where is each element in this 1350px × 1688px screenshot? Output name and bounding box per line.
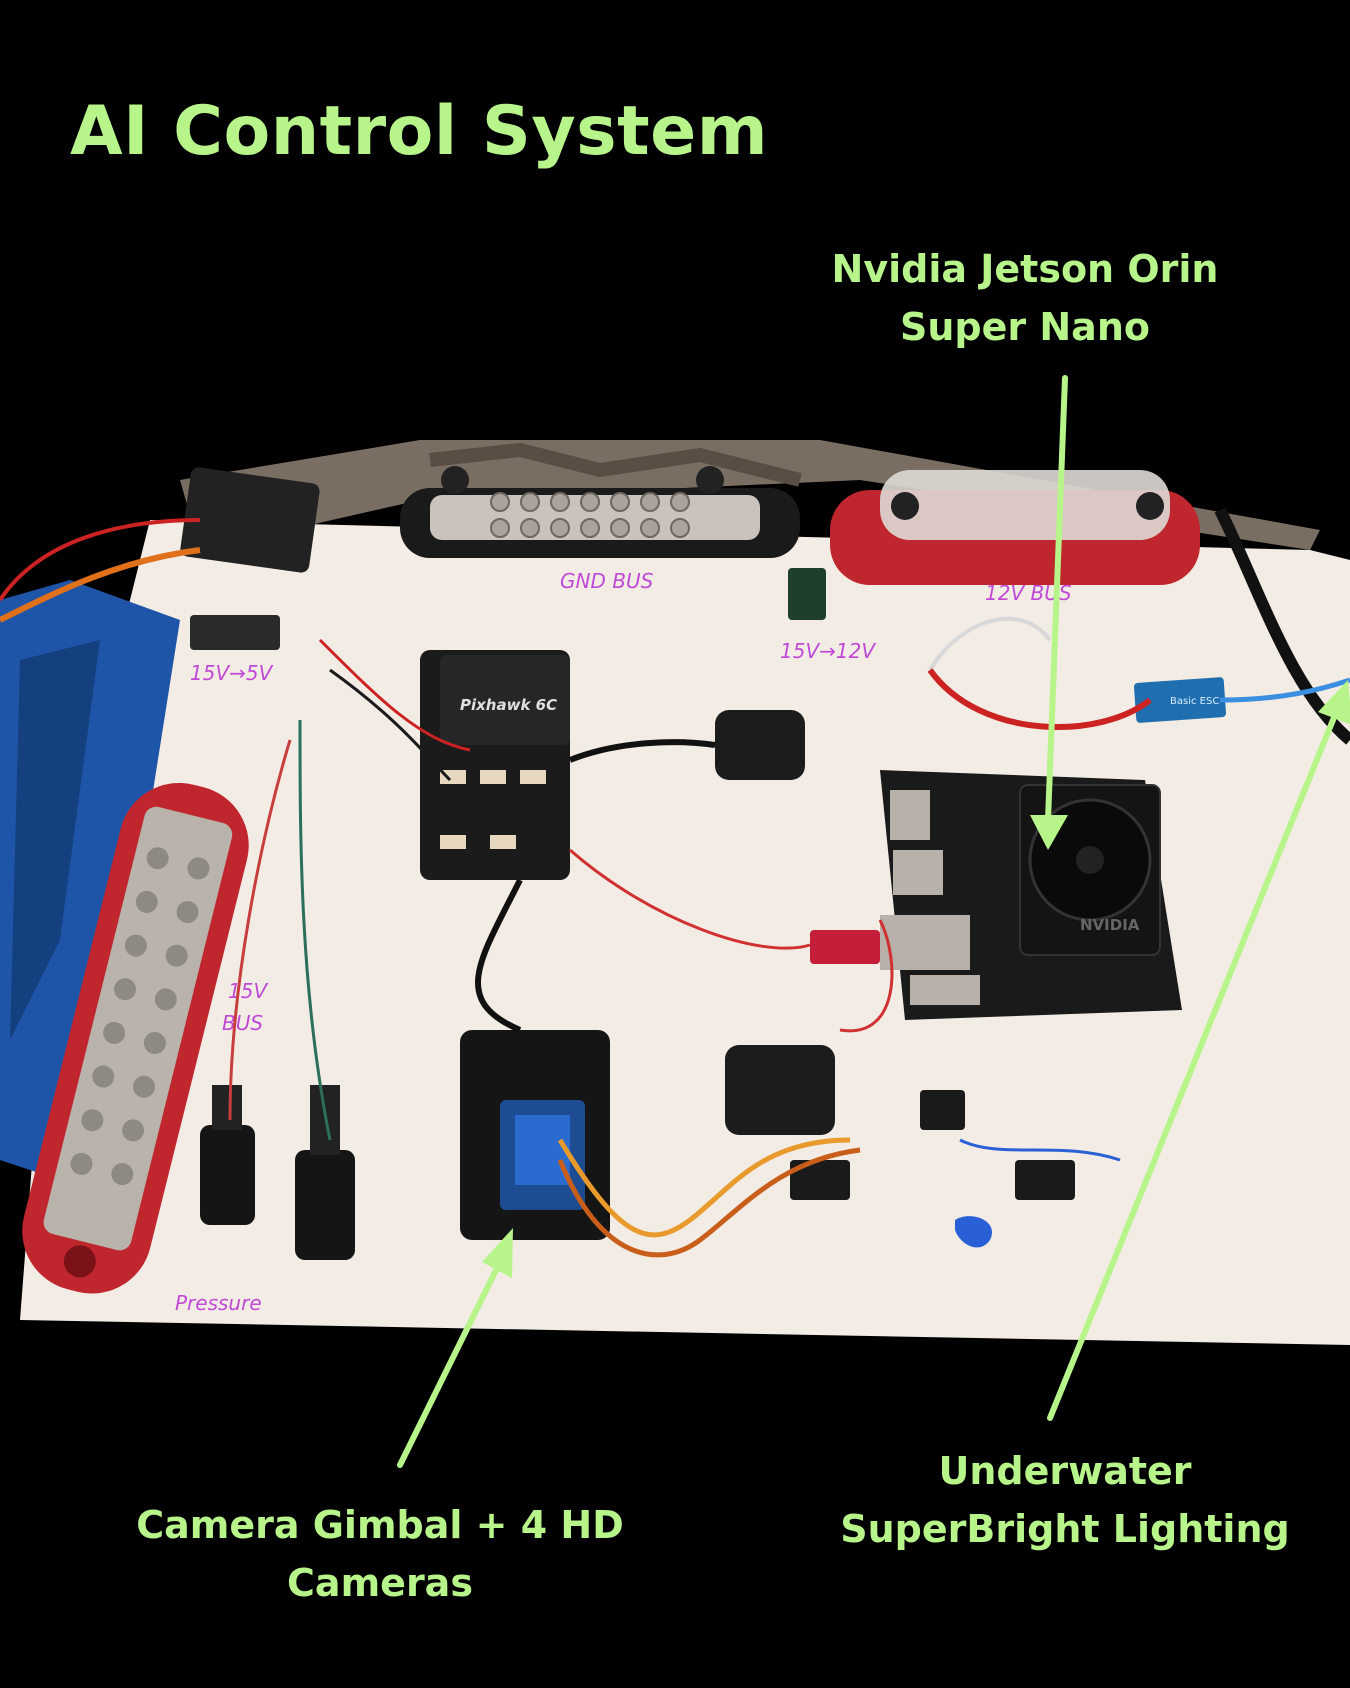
gnd-bus-label: GND BUS — [560, 569, 654, 593]
12v-converter-label: 15V→12V — [780, 639, 876, 663]
15v-bus-bar — [22, 782, 249, 1294]
electronics-board-photo: GND BUS 12V BUS 15V→5V 15V→12V 15V BUS — [0, 440, 1350, 1345]
lighting-callout-line-1: Underwater — [938, 1449, 1192, 1493]
nvidia-logo-text: NVIDIA — [1080, 916, 1140, 934]
light-driver — [920, 1090, 965, 1130]
light-cable-end — [955, 1216, 992, 1248]
pressure-label: Pressure — [175, 1291, 262, 1315]
gnd-bus-bar — [400, 466, 800, 558]
flight-controller: Pixhawk 6C — [420, 650, 570, 880]
15v-bus-label-line-2: BUS — [222, 1011, 263, 1035]
5v-converter-label: 15V→5V — [190, 661, 274, 685]
pwm-hub-bottom — [725, 1045, 835, 1135]
jetson-callout: Nvidia Jetson Orin Super Nano — [800, 240, 1250, 356]
top-frame — [180, 440, 1320, 550]
basic-esc — [1133, 677, 1227, 723]
esc-label: Basic ESC — [1170, 696, 1219, 707]
camera-gimbal — [460, 1030, 610, 1240]
power-module — [180, 467, 320, 573]
15v-bus-label-line-1: 15V — [228, 979, 268, 1003]
cable-clip — [1015, 1160, 1075, 1200]
gimbal-callout-line-2: Cameras — [287, 1561, 473, 1605]
page-title: AI Control System — [70, 92, 769, 171]
jetson-orin-board: NVIDIA — [880, 770, 1182, 1020]
gimbal-callout-line-1: Camera Gimbal + 4 HD — [136, 1503, 624, 1547]
12v-bus-label: 12V BUS — [985, 581, 1072, 605]
jetson-callout-line-1: Nvidia Jetson Orin — [831, 247, 1219, 291]
5v-converter — [190, 615, 280, 650]
jetson-callout-line-2: Super Nano — [900, 305, 1150, 349]
gimbal-callout: Camera Gimbal + 4 HD Cameras — [130, 1496, 630, 1612]
pwm-hub-top — [715, 710, 805, 780]
flight-controller-label: Pixhawk 6C — [460, 696, 557, 714]
mounting-board — [20, 520, 1350, 1345]
12v-bus-bar — [830, 470, 1200, 585]
lighting-callout-line-2: SuperBright Lighting — [840, 1507, 1290, 1551]
lighting-callout: Underwater SuperBright Lighting — [830, 1442, 1300, 1558]
12v-converter — [788, 568, 826, 620]
usb-serial-adapter — [810, 930, 880, 964]
